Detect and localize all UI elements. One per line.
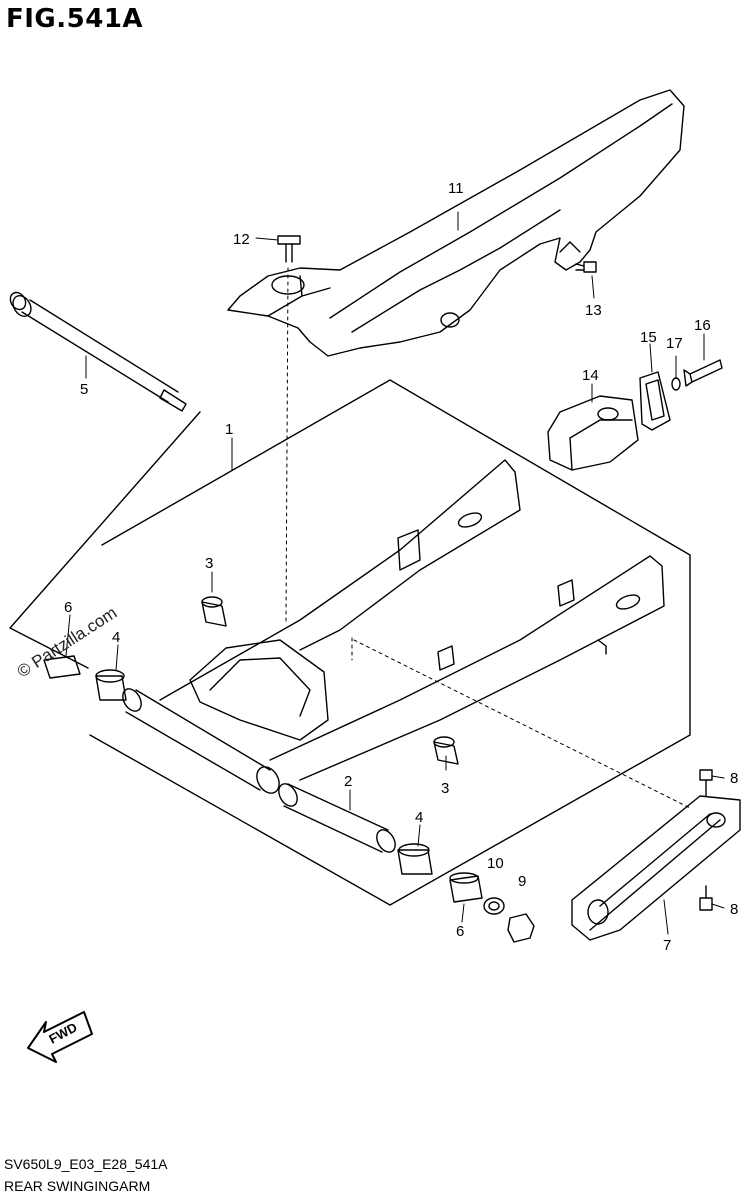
callout-16: 16 [694, 317, 711, 334]
figure-title: FIG.541A [6, 4, 144, 34]
callout-6-left: 6 [64, 599, 72, 616]
callout-3-upper: 3 [205, 555, 213, 572]
callout-15: 15 [640, 329, 657, 346]
callout-4-left: 4 [112, 629, 120, 646]
callout-10: 10 [487, 855, 504, 872]
bolts-upper [277, 235, 597, 273]
swingarm-cover [571, 769, 741, 941]
pivot-shaft [9, 291, 187, 412]
callout-9: 9 [518, 873, 526, 890]
assembly-outline [9, 379, 691, 906]
bushings-3 [201, 596, 459, 765]
callout-13: 13 [585, 302, 602, 319]
washer-and-nut [483, 897, 535, 943]
reference-lines [285, 267, 691, 809]
callout-8-upper: 8 [730, 770, 738, 787]
callout-labels: 1 2 3 3 4 4 5 6 6 7 8 8 9 10 11 12 13 14… [64, 180, 738, 954]
callout-12: 12 [233, 231, 250, 248]
callout-4-right: 4 [415, 809, 423, 826]
callout-6-right: 6 [456, 923, 464, 940]
callout-5: 5 [80, 381, 88, 398]
model-code: SV650L9_E03_E28_541A [4, 1156, 168, 1172]
chain-case [227, 89, 685, 357]
callout-14: 14 [582, 367, 599, 384]
callout-2: 2 [344, 773, 352, 790]
fwd-arrow [27, 1011, 93, 1063]
callout-1: 1 [225, 421, 233, 438]
chain-guide-assembly [547, 359, 723, 471]
leader-lines [65, 211, 725, 935]
swingarm [122, 459, 665, 853]
section-name: REAR SWINGINGARM [4, 1178, 151, 1194]
callout-3-lower: 3 [441, 780, 449, 797]
callout-7: 7 [663, 937, 671, 954]
callout-17: 17 [666, 335, 683, 352]
callout-8-lower: 8 [730, 901, 738, 918]
bearings-4 [95, 669, 433, 875]
callout-11: 11 [448, 180, 464, 197]
spacers-6 [43, 655, 483, 903]
